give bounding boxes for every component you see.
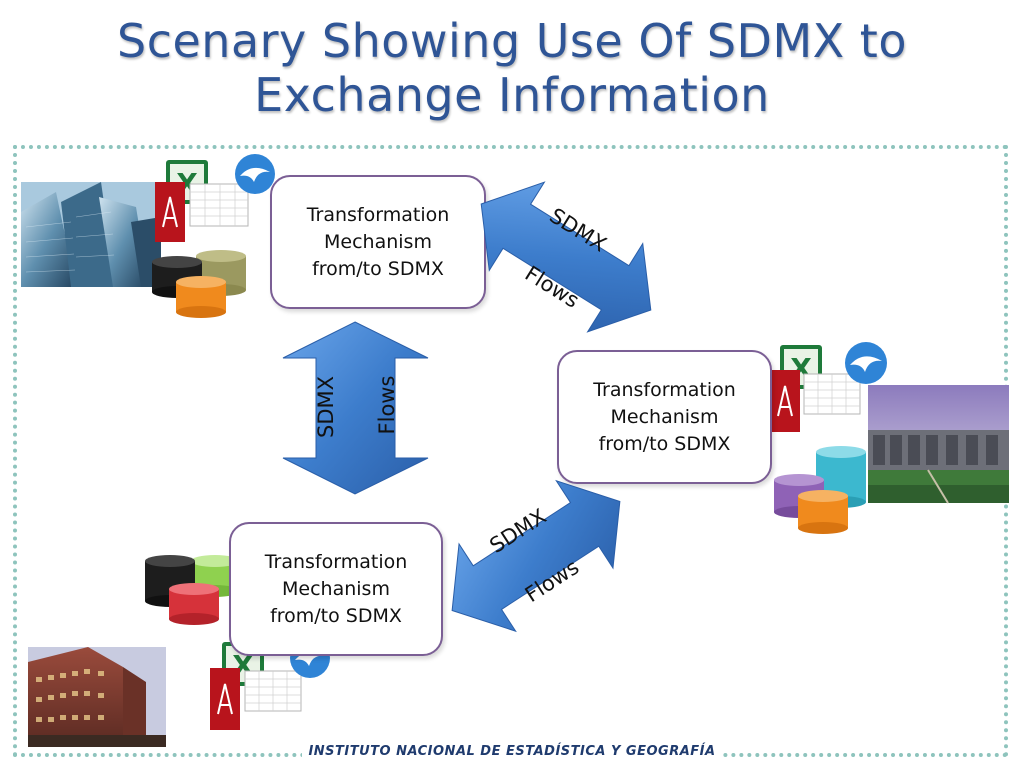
mozilla-globe-icon <box>845 342 887 384</box>
box-line-3: from/to SDMX <box>598 432 731 455</box>
campus-building-image <box>868 385 1009 504</box>
double-arrow-bottom <box>451 479 621 633</box>
box-line-2: Mechanism <box>324 230 432 253</box>
spreadsheet-icon <box>244 670 302 712</box>
transformation-box-bottom: Transformation Mechanism from/to SDMX <box>229 522 443 656</box>
box-line-3: from/to SDMX <box>270 604 402 627</box>
spreadsheet-icon <box>803 373 861 415</box>
transformation-box-right: Transformation Mechanism from/to SDMX <box>557 350 772 484</box>
box-line-1: Transformation <box>264 550 408 573</box>
title-line-2: Exchange Information <box>254 68 770 122</box>
arrow-label-sdmx: SDMX <box>314 376 338 439</box>
database-icons <box>145 555 239 625</box>
pdf-icon <box>210 668 240 730</box>
box-line-1: Transformation <box>306 203 450 226</box>
database-icons <box>774 446 866 534</box>
double-arrow-vertical <box>282 321 429 495</box>
box-line-1: Transformation <box>593 378 736 401</box>
footer-institution: INSTITUTO NACIONAL DE ESTADÍSTICA Y GEOG… <box>0 744 1024 759</box>
title-line-1: Scenary Showing Use Of SDMX to <box>117 14 907 68</box>
office-building-image <box>21 182 161 287</box>
footer-text: INSTITUTO NACIONAL DE ESTADÍSTICA Y GEOG… <box>302 744 722 759</box>
database-icons <box>152 250 246 318</box>
pdf-icon <box>155 182 185 242</box>
transformation-box-top: Transformation Mechanism from/to SDMX <box>270 175 486 309</box>
box-line-2: Mechanism <box>282 577 390 600</box>
box-line-3: from/to SDMX <box>312 257 444 280</box>
box-line-2: Mechanism <box>610 405 719 428</box>
double-arrow-top-right <box>480 181 652 333</box>
arrow-label-flows: Flows <box>375 375 399 435</box>
spreadsheet-icon <box>189 183 249 227</box>
slide-title: Scenary Showing Use Of SDMX to Exchange … <box>0 14 1024 122</box>
mozilla-globe-icon <box>235 154 275 194</box>
brick-building-image <box>28 647 166 747</box>
pdf-icon <box>770 370 800 432</box>
